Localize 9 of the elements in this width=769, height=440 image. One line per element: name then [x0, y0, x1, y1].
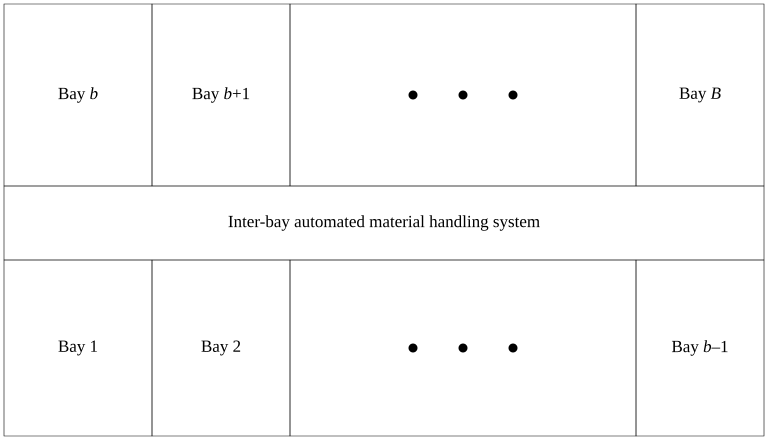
band-box: Inter-bay automated material handling system: [4, 186, 764, 260]
empty-box: [290, 260, 636, 436]
bay-box: Bay b–1: [636, 260, 764, 436]
empty-box: [290, 4, 636, 186]
bay-box: Bay b+1: [152, 4, 290, 186]
bay-box: Bay b: [4, 4, 152, 186]
bay-box: Bay 2: [152, 260, 290, 436]
bay-box: Bay B: [636, 4, 764, 186]
bay-box: Bay 1: [4, 260, 152, 436]
